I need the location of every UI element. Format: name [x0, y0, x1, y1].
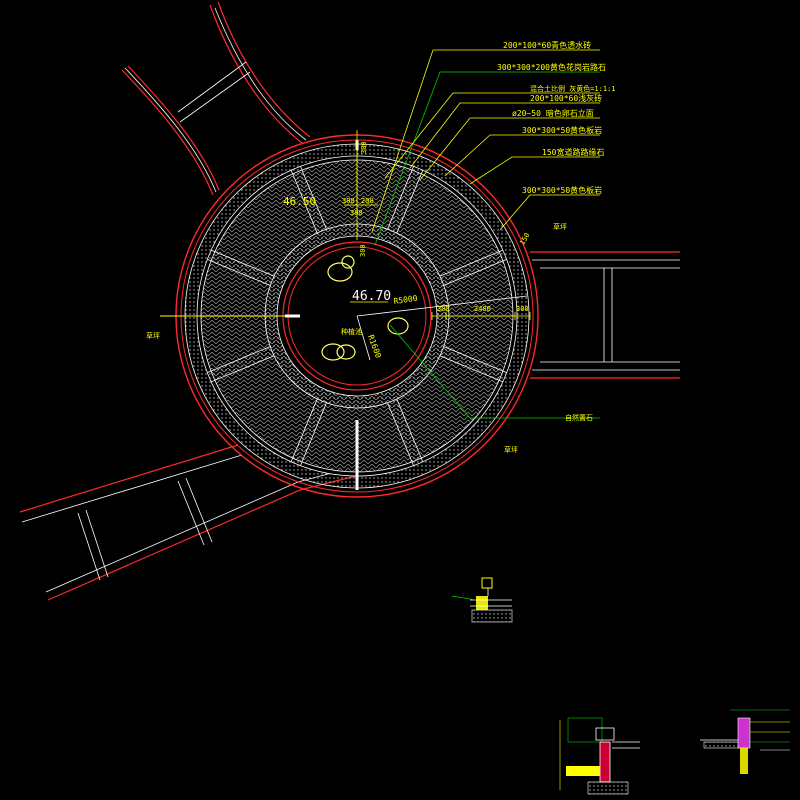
joint-band — [440, 346, 507, 382]
northwest-path — [121, 1, 311, 196]
section-detail-2 — [559, 717, 640, 795]
section-detail-1 — [451, 577, 513, 623]
east-path — [530, 251, 680, 379]
dim-north-top: 300 — [360, 141, 368, 154]
joint-band — [387, 166, 423, 233]
dim-north-w1: 300 — [342, 197, 355, 205]
dim-north-w2: 200 — [361, 197, 374, 205]
callout-6: 300*300*50黄色板岩 — [522, 125, 602, 135]
dim-east-span: 2400 — [474, 305, 491, 313]
joint-band — [387, 399, 423, 466]
callout-2: 300*300*200黄色花岗岩路石 — [497, 62, 606, 72]
dim-east-inner: 300 — [437, 305, 450, 313]
dim-east-outer: 300 — [516, 305, 529, 313]
callout-3: 混合土比例 灰黄色=1:1:1 — [530, 84, 616, 93]
callout-1: 200*100*60青色透水砖 — [503, 40, 591, 50]
label-lawn-west: 草坪 — [146, 331, 160, 340]
east-dimension-chain — [431, 312, 531, 320]
label-natural-rock: 自然置石 — [565, 413, 593, 422]
paving-elevation: 46.50 — [283, 195, 316, 208]
center-elevation: 46.70 — [352, 289, 391, 304]
outer-radius-label: R5000 — [393, 294, 418, 306]
dim-north-inner: 300 — [359, 244, 367, 257]
callout-4: 200*100*60浅灰砖 — [530, 93, 602, 103]
callout-7: 150宽道路路缘石 — [542, 147, 604, 157]
callout-8: 300*300*50黄色板岩 — [522, 185, 602, 195]
joint-band — [291, 399, 327, 466]
joint-band — [291, 166, 327, 233]
callout-5: ø20~50 暗色卵石立面 — [512, 108, 594, 118]
radius-lines — [356, 295, 528, 361]
joint-band — [207, 346, 274, 382]
joint-band — [440, 250, 507, 286]
dim-north-mid: 300 — [350, 209, 363, 217]
section-detail-3 — [700, 709, 790, 774]
north-dimension-chain — [344, 130, 378, 240]
label-lawn-east: 草坪 — [553, 222, 567, 231]
callout-leaders — [371, 49, 600, 419]
joint-band — [207, 250, 274, 286]
radial-joints — [207, 166, 507, 466]
label-center-plant: 种植池 — [341, 327, 362, 336]
label-lawn-south: 草坪 — [504, 445, 518, 454]
